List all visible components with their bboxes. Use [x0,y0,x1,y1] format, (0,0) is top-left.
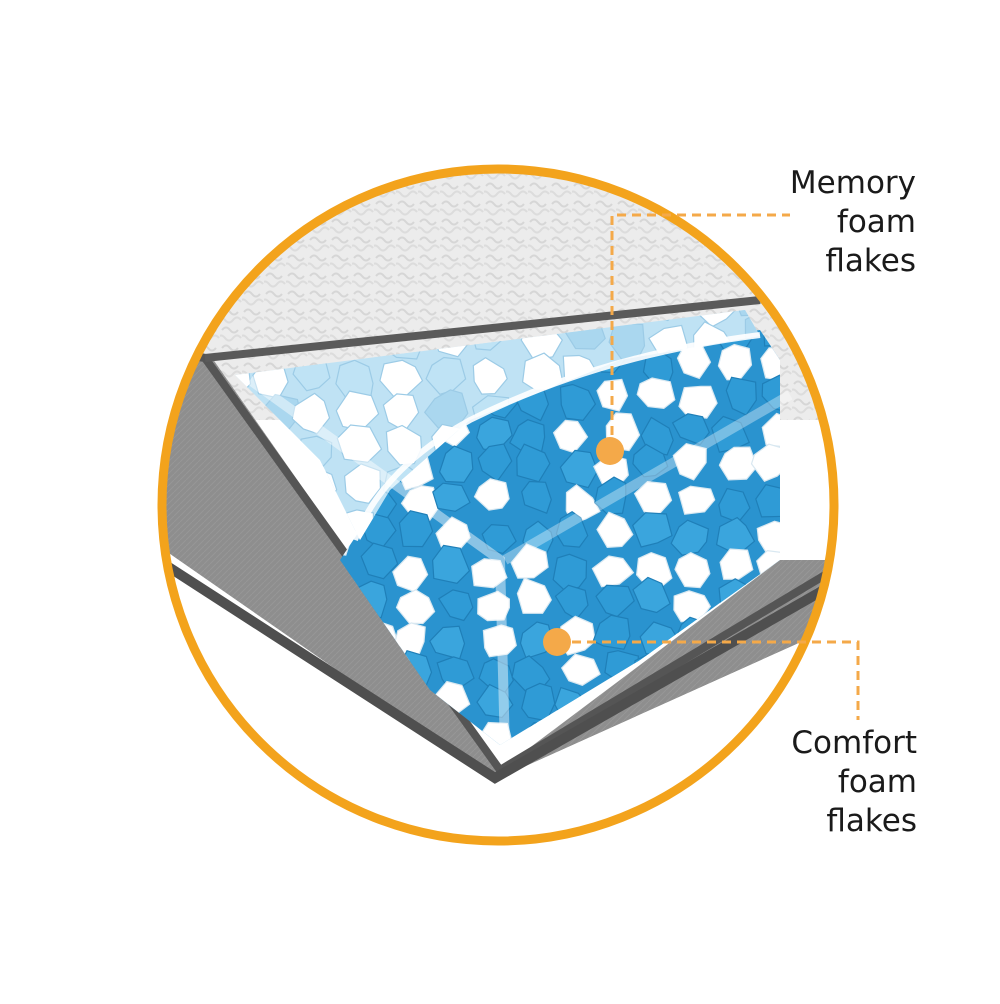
comfort-flake [632,443,669,478]
memory-marker-dot-icon [596,437,624,465]
memory-foam-callout: Memory foam flakes [790,164,916,281]
comfort-flake [516,577,552,614]
comfort-callout-line-2: foam [837,764,917,800]
comfort-flake [725,376,757,416]
comfort-flake [559,449,599,489]
comfort-flake [761,412,780,448]
comfort-flake [755,484,780,518]
comfort-flake [718,446,758,481]
comfort-flake [555,510,589,548]
comfort-flake [670,519,710,556]
comfort-flake [481,523,517,555]
comfort-flake [674,552,711,589]
comfort-flake [672,442,707,481]
comfort-flake [677,485,716,515]
shell-bottom-edge [164,550,832,784]
comfort-callout-line-3: flakes [826,803,917,839]
memory-flake [291,392,331,435]
comfort-flake [471,558,508,589]
comfort-flake [560,653,601,686]
comfort-flake [395,589,436,625]
memory-flake [472,356,508,395]
comfort-flake [360,542,399,580]
memory-flake [696,310,741,328]
comfort-flake [636,377,676,410]
gloss-highlight-right [502,390,793,565]
comfort-flake [631,512,673,548]
comfort-flake [438,445,474,484]
memory-callout-line-2: foam [836,204,916,240]
memory-callout-line-1: Memory [789,165,916,201]
comfort-flake [482,624,517,658]
memory-flake [343,463,382,504]
comfort-flake [521,480,552,514]
memory-flake [336,424,383,463]
comfort-callout-line-1: Comfort [791,725,917,761]
comfort-flake [719,548,754,580]
comfort-flake [473,478,510,511]
comfort-flake [671,413,710,446]
comfort-leader-line [557,640,860,720]
shell-left-panel [164,340,500,780]
comfort-flake [750,443,780,483]
comfort-flake [760,347,780,382]
comfort-flake [431,544,471,584]
memory-leader-line [610,213,790,450]
comfort-marker-dot-icon [543,628,571,656]
gloss-highlight [247,375,510,751]
comfort-foam-callout: Comfort foam flakes [791,724,917,841]
memory-callout-line-3: flakes [825,243,916,279]
comfort-flake [632,576,671,614]
comfort-flake [432,482,471,512]
comfort-flake [596,378,629,412]
base-shadow-area [164,540,832,839]
comfort-flake [510,543,549,579]
fleece-edge [204,296,761,362]
ring-frame-icon [157,164,839,846]
comfort-flake [559,383,597,422]
comfort-flake [476,683,514,719]
comfort-flake [591,555,635,588]
comfort-flake [477,590,510,622]
comfort-flake [437,589,474,622]
comfort-flake [521,682,556,722]
comfort-flake [596,511,634,549]
comfort-flake [594,476,627,515]
cutaway-contents [164,171,832,839]
memory-layer-curl [352,332,761,542]
comfort-flake [398,510,434,548]
comfort-flake [761,374,780,412]
